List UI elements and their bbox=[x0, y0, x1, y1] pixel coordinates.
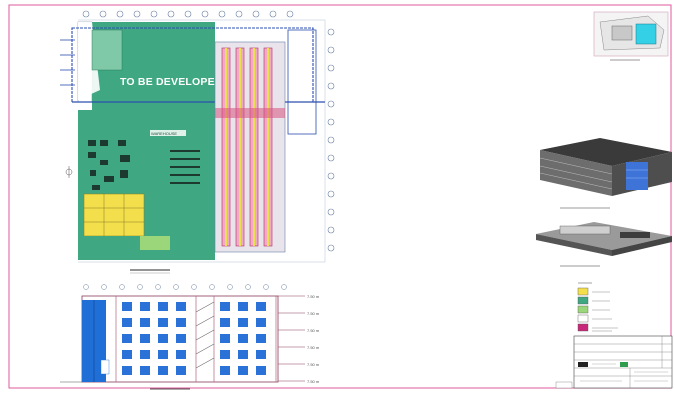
level-label: 7.50 m bbox=[307, 294, 320, 299]
window bbox=[176, 318, 186, 327]
level-label: 7.50 m bbox=[307, 379, 320, 384]
window bbox=[176, 302, 186, 311]
elevation-view: 7.50 m 7.50 m 7.50 m 7.50 m 7.50 m 7.50 … bbox=[60, 284, 320, 390]
window bbox=[158, 334, 168, 343]
level-markers: 7.50 m 7.50 m 7.50 m 7.50 m 7.50 m 7.50 … bbox=[278, 294, 320, 384]
window bbox=[256, 334, 266, 343]
window bbox=[122, 366, 132, 375]
window bbox=[220, 318, 230, 327]
north-arrow-icon bbox=[65, 166, 73, 178]
3d-building-view bbox=[539, 138, 672, 209]
key-plan-thumbnail bbox=[593, 11, 669, 61]
window bbox=[220, 334, 230, 343]
window bbox=[176, 350, 186, 359]
window bbox=[238, 334, 248, 343]
storage-racks bbox=[221, 47, 273, 247]
window bbox=[238, 366, 248, 375]
legend-swatch-yellow bbox=[577, 287, 589, 296]
title-block bbox=[555, 335, 673, 389]
window bbox=[122, 318, 132, 327]
to-be-developed-label: TO BE DEVELOPED bbox=[120, 76, 223, 88]
floor-plan: TO BE DEVELOPED WAREHOUSE bbox=[60, 10, 335, 274]
level-label: 7.50 m bbox=[307, 345, 320, 350]
legend-swatch-light-green bbox=[577, 305, 589, 314]
window bbox=[140, 366, 150, 375]
window bbox=[256, 366, 266, 375]
sheet-border bbox=[8, 4, 672, 389]
level-label: 7.50 m bbox=[307, 328, 320, 333]
legend-swatch-magenta bbox=[577, 323, 589, 332]
window bbox=[220, 366, 230, 375]
elevation-grid-bubbles bbox=[83, 284, 287, 290]
window bbox=[256, 302, 266, 311]
window bbox=[122, 334, 132, 343]
title-block-logo bbox=[620, 362, 628, 367]
window bbox=[122, 350, 132, 359]
window bbox=[238, 350, 248, 359]
window bbox=[220, 350, 230, 359]
window bbox=[238, 302, 248, 311]
elevation-column-lines bbox=[115, 296, 277, 382]
grid-bubbles-top bbox=[82, 10, 294, 18]
window bbox=[176, 366, 186, 375]
window bbox=[140, 350, 150, 359]
window bbox=[140, 302, 150, 311]
window bbox=[140, 318, 150, 327]
window bbox=[238, 318, 248, 327]
window bbox=[140, 334, 150, 343]
3d-ground-view bbox=[536, 222, 672, 267]
selection-frame bbox=[71, 27, 314, 103]
window bbox=[122, 302, 132, 311]
legend-swatch-white bbox=[577, 314, 589, 323]
window bbox=[158, 318, 168, 327]
stair-diagonals bbox=[195, 301, 215, 369]
legend bbox=[577, 282, 618, 332]
window bbox=[158, 350, 168, 359]
window bbox=[158, 302, 168, 311]
window bbox=[256, 350, 266, 359]
window bbox=[220, 302, 230, 311]
level-label: 7.50 m bbox=[307, 311, 320, 316]
grid-lines bbox=[78, 19, 326, 263]
level-label: 7.50 m bbox=[307, 362, 320, 367]
window bbox=[158, 366, 168, 375]
elevation-windows bbox=[122, 302, 266, 375]
grid-bubbles-right bbox=[327, 28, 335, 252]
site-cyan-block bbox=[635, 23, 657, 45]
window bbox=[176, 334, 186, 343]
equipment-clusters bbox=[88, 140, 200, 190]
warehouse-label: WAREHOUSE bbox=[151, 131, 177, 136]
legend-swatch-green bbox=[577, 296, 589, 305]
window bbox=[256, 318, 266, 327]
yellow-office-block bbox=[83, 193, 145, 237]
